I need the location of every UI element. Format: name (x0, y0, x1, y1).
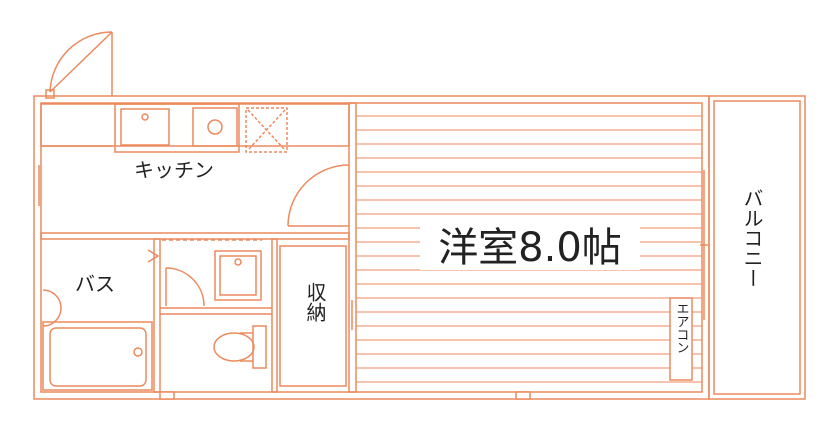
windows (159, 170, 708, 400)
bath-label: バス (75, 272, 115, 296)
interior-walls (40, 102, 357, 393)
toilet-door (165, 267, 205, 307)
western-room-label: 洋室8.0帖 (438, 225, 622, 271)
kitchen-room-door (287, 164, 350, 227)
balcony-label: バルコニー (740, 188, 764, 288)
entrance-door (45, 31, 113, 99)
balcony-outline (708, 95, 806, 400)
washbasin (162, 239, 262, 301)
aircon-unit (669, 297, 693, 381)
bath-door (42, 249, 160, 327)
aircon-label: エアコン (674, 302, 689, 354)
kitchen-label: キッチン (134, 158, 214, 182)
kitchen-counter (40, 103, 350, 153)
storage-label: 収納 (303, 282, 327, 322)
bathtub (42, 321, 153, 391)
flooring-lines (356, 115, 702, 383)
room-label-bg (420, 222, 640, 270)
toilet (213, 325, 267, 369)
